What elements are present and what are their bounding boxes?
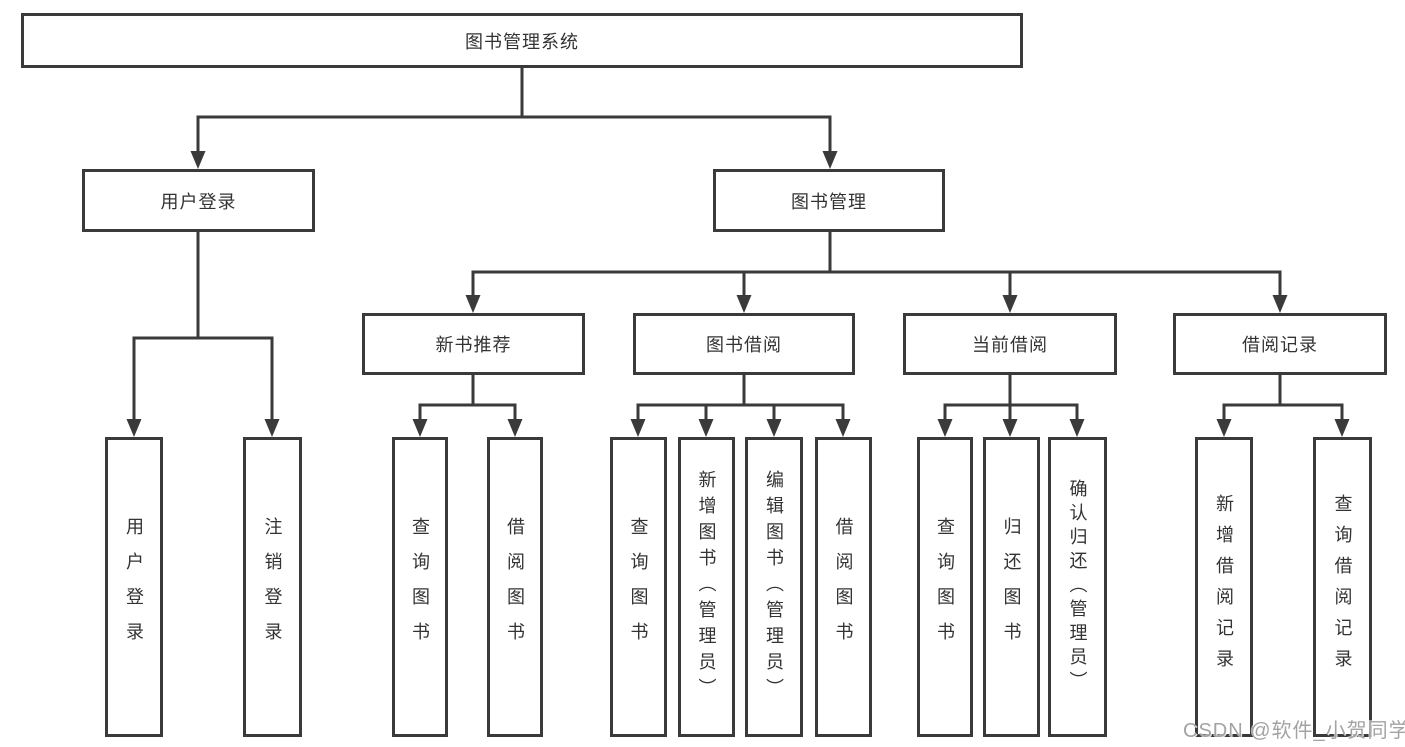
node-book-borrowing-label: 图书借阅 bbox=[706, 335, 782, 355]
leaf-edit-books-admin: 编辑图书（管理员） bbox=[745, 437, 803, 737]
node-new-book-recommend-label: 新书推荐 bbox=[435, 335, 512, 355]
leaf-query-books-borrow: 查询图书 bbox=[610, 437, 667, 737]
leaf-logout-label: 注销登录 bbox=[262, 517, 283, 657]
connector-book-mgmt-groups bbox=[465, 232, 1288, 313]
leaf-confirm-return-admin: 确认归还（管理员） bbox=[1048, 437, 1107, 737]
leaf-borrow-books-label: 借阅图书 bbox=[833, 517, 854, 657]
node-user-login-label: 用户登录 bbox=[160, 191, 237, 212]
node-book-management: 图书管理 bbox=[713, 169, 945, 232]
node-borrowing-records: 借阅记录 bbox=[1173, 313, 1387, 375]
node-borrowing-records-label: 借阅记录 bbox=[1242, 335, 1318, 355]
node-user-login: 用户登录 bbox=[82, 169, 315, 232]
leaf-borrow-books: 借阅图书 bbox=[815, 437, 872, 737]
leaf-query-books-recommend: 查询图书 bbox=[392, 437, 448, 737]
leaf-logout: 注销登录 bbox=[243, 437, 302, 737]
node-root-system-label: 图书管理系统 bbox=[465, 31, 579, 52]
connector-user-login-children bbox=[126, 232, 280, 437]
leaf-borrow-books-recommend-label: 借阅图书 bbox=[505, 517, 525, 657]
leaf-user-login: 用户登录 bbox=[105, 437, 163, 737]
connector-new-book-children bbox=[412, 375, 523, 437]
leaf-add-books-admin-label: 新增图书（管理员） bbox=[696, 470, 717, 704]
node-root-system: 图书管理系统 bbox=[21, 13, 1023, 68]
leaf-edit-books-admin-label: 编辑图书（管理员） bbox=[764, 470, 784, 704]
leaf-query-books-current-label: 查询图书 bbox=[935, 517, 955, 657]
leaf-borrow-books-recommend: 借阅图书 bbox=[487, 437, 543, 737]
leaf-confirm-return-admin-label: 确认归还（管理员） bbox=[1067, 479, 1088, 695]
csdn-watermark: CSDN @软件_小贺同学 bbox=[1183, 720, 1405, 742]
connector-root-to-level2 bbox=[190, 68, 838, 169]
leaf-query-books-borrow-label: 查询图书 bbox=[628, 517, 649, 657]
leaf-return-books: 归还图书 bbox=[983, 437, 1040, 737]
node-current-borrowing: 当前借阅 bbox=[903, 313, 1117, 375]
leaf-add-borrow-record-label: 新增借阅记录 bbox=[1214, 494, 1234, 680]
connector-current-borrow-children bbox=[937, 375, 1085, 437]
leaf-query-borrow-record: 查询借阅记录 bbox=[1313, 437, 1372, 737]
connector-borrow-record-children bbox=[1216, 375, 1350, 437]
node-current-borrowing-label: 当前借阅 bbox=[972, 335, 1048, 355]
connector-book-borrow-children bbox=[630, 375, 851, 437]
leaf-query-borrow-record-label: 查询借阅记录 bbox=[1332, 494, 1353, 680]
node-new-book-recommend: 新书推荐 bbox=[362, 313, 585, 375]
leaf-query-books-current: 查询图书 bbox=[917, 437, 973, 737]
leaf-add-borrow-record: 新增借阅记录 bbox=[1195, 437, 1253, 737]
leaf-query-books-recommend-label: 查询图书 bbox=[410, 517, 430, 657]
leaf-return-books-label: 归还图书 bbox=[1001, 517, 1022, 657]
node-book-borrowing: 图书借阅 bbox=[633, 313, 855, 375]
leaf-add-books-admin: 新增图书（管理员） bbox=[678, 437, 735, 737]
node-book-management-label: 图书管理 bbox=[791, 191, 867, 212]
leaf-user-login-label: 用户登录 bbox=[124, 517, 144, 657]
